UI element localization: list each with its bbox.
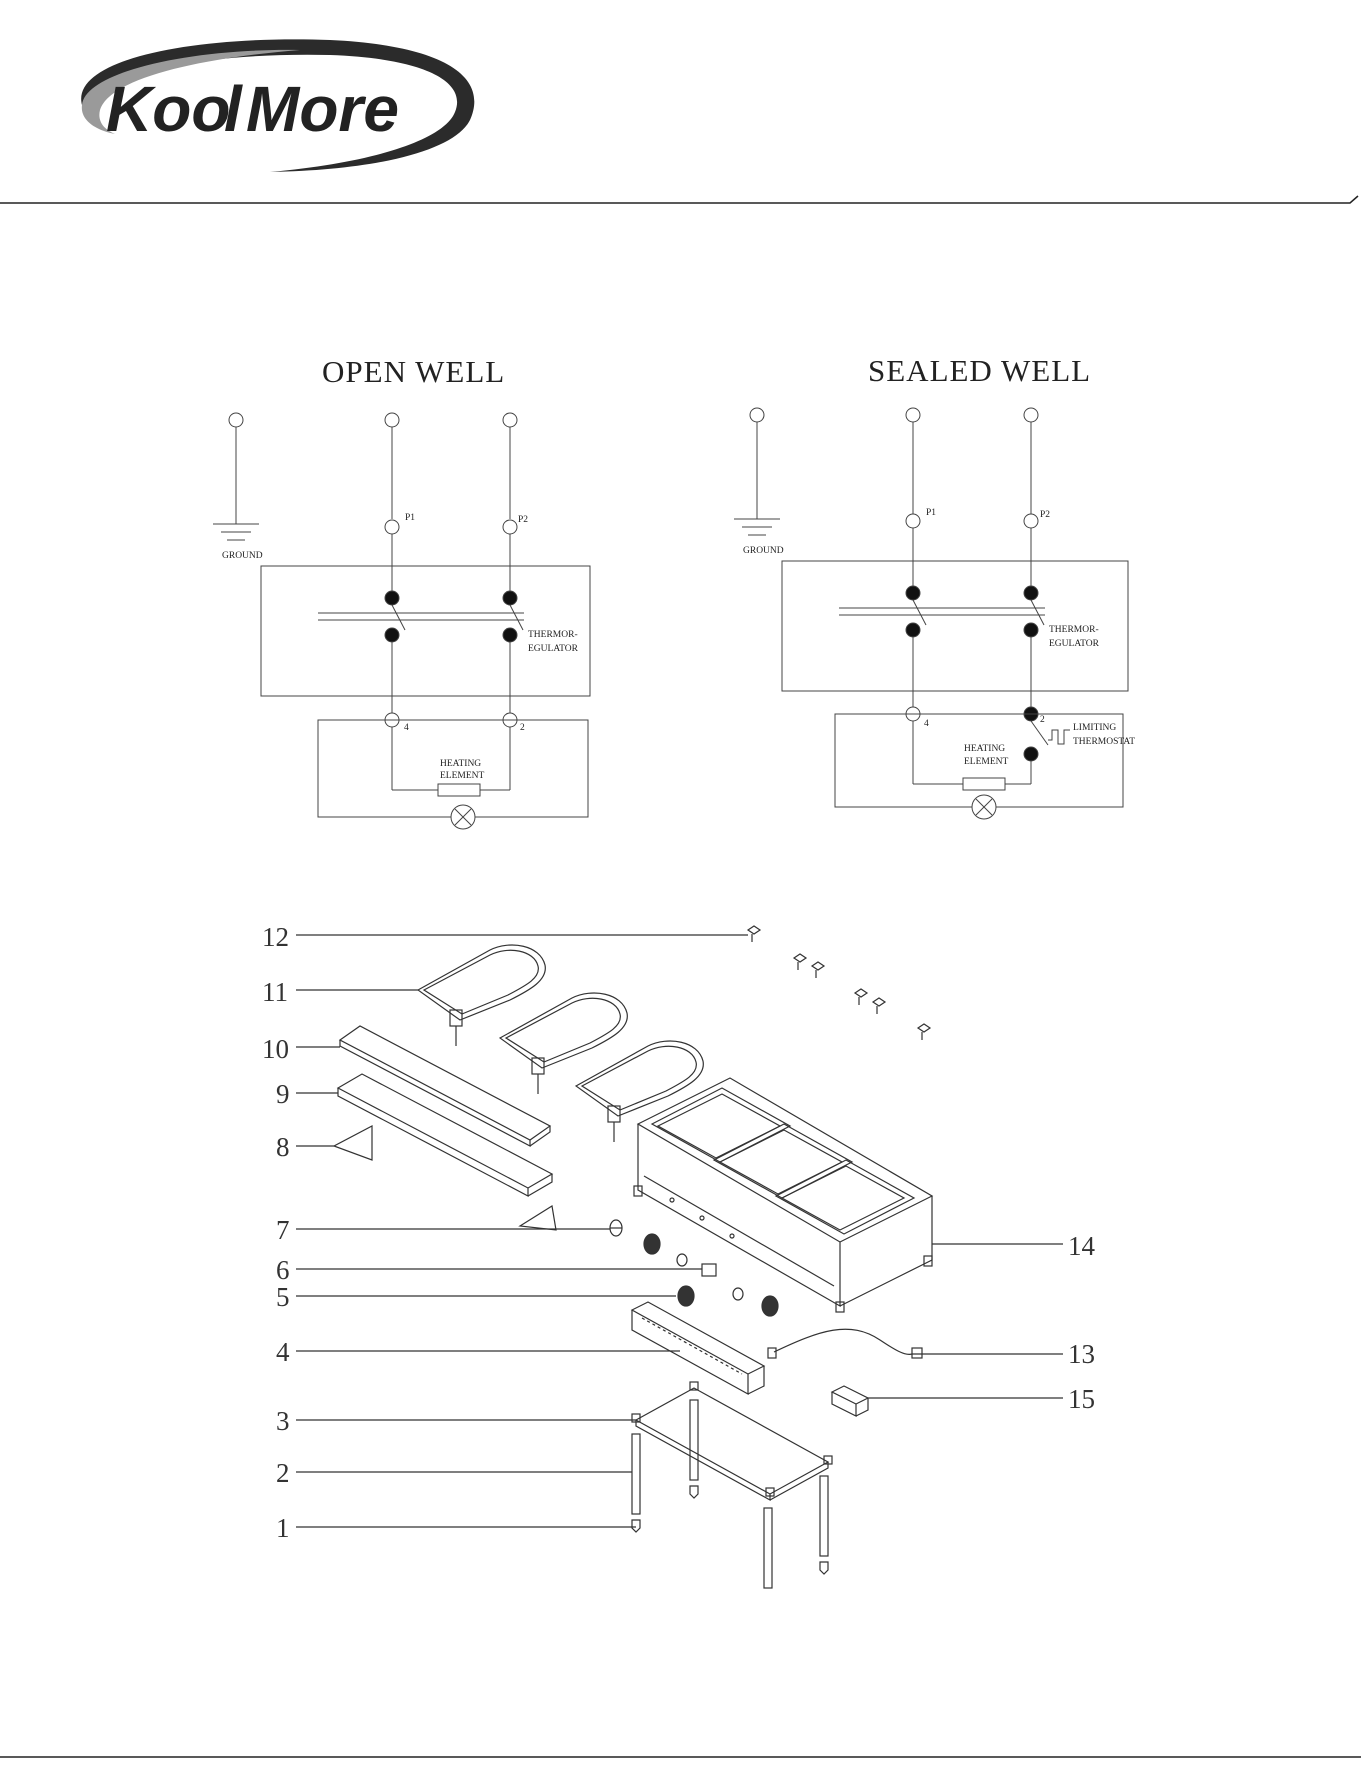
open-contact-bottom-1 [385,628,399,642]
logo-text-more: More [246,73,399,145]
open-well-diagram: OPEN WELL GROUND P1 P2 THERMOR- EGULATOR [213,354,590,829]
part-1-feet [632,1486,828,1574]
sealed-p1-terminal [906,514,920,528]
callout-13: 13 [1068,1339,1095,1369]
open-heating-element [438,784,480,796]
sealed-contact-bottom-2 [1024,623,1038,637]
callout-15: 15 [1068,1384,1095,1414]
sealed-p2-label: P2 [1040,510,1050,520]
open-input-terminal-1 [385,413,399,427]
open-well-title: OPEN WELL [322,354,505,389]
sealed-terminal-2-label: 2 [1040,715,1045,725]
exploded-parts-view: 12 11 10 9 8 7 6 5 4 3 2 1 14 13 15 [262,922,1096,1588]
open-contact-bottom-2 [503,628,517,642]
part-12-clips [748,926,930,1040]
sealed-contact-top-2 [1024,586,1038,600]
sealed-well-diagram: SEALED WELL GROUND P1 P2 THERMOR- EGULAT… [734,353,1135,819]
open-contact-top-1 [385,591,399,605]
logo-text-koo: Koo [106,73,230,145]
open-contact-top-2 [503,591,517,605]
callout-8: 8 [276,1132,290,1162]
part-4-control-panel [632,1302,764,1394]
open-ground-label: GROUND [222,551,263,561]
open-heating-label-2: ELEMENT [440,771,485,781]
callout-5: 5 [276,1282,290,1312]
open-heating-label-1: HEATING [440,759,481,769]
sealed-thermo-label-1: THERMOR- [1049,625,1099,635]
koolmore-logo: Koo l More [81,39,474,172]
sealed-heating-label-1: HEATING [964,744,1005,754]
callout-7: 7 [276,1215,290,1245]
header-rule [0,196,1358,203]
callout-9: 9 [276,1079,290,1109]
open-terminal-2-label: 2 [520,723,525,733]
open-terminal-4-label: 4 [404,723,409,733]
sealed-limit-contact [1024,747,1038,761]
callout-1: 1 [276,1513,290,1543]
open-thermo-label-2: EGULATOR [528,644,579,654]
sealed-p1-label: P1 [926,508,936,518]
sealed-ground-label: GROUND [743,546,784,556]
sealed-ground-terminal [750,408,764,422]
sealed-limit-label-2: THERMOSTAT [1073,737,1135,747]
sealed-limit-label-1: LIMITING [1073,723,1116,733]
sealed-heating-label-2: ELEMENT [964,757,1009,767]
open-ground-terminal [229,413,243,427]
callout-6: 6 [276,1255,290,1285]
callout-2: 2 [276,1458,290,1488]
sealed-limit-symbol [1048,730,1070,744]
sealed-thermo-label-2: EGULATOR [1049,639,1100,649]
callout-10: 10 [262,1034,289,1064]
open-p1-terminal [385,520,399,534]
sealed-contact-top-1 [906,586,920,600]
sealed-input-terminal-1 [906,408,920,422]
part-13-power-cord [768,1329,922,1358]
part-2-legs [632,1400,828,1588]
callout-4: 4 [276,1337,290,1367]
open-p2-label: P2 [518,515,528,525]
logo-text-l: l [224,73,243,145]
part-14-warmer-body [634,1078,932,1312]
callout-14: 14 [1068,1231,1096,1261]
sealed-well-title: SEALED WELL [868,353,1091,388]
callout-3: 3 [276,1406,290,1436]
sealed-p2-terminal [1024,514,1038,528]
sealed-terminal-4-label: 4 [924,719,929,729]
sealed-contact-bottom-1 [906,623,920,637]
callout-12: 12 [262,922,289,952]
part-6-switch [702,1264,716,1276]
sealed-heating-element [963,778,1005,790]
open-thermo-label-1: THERMOR- [528,630,578,640]
open-p1-label: P1 [405,513,415,523]
open-input-terminal-2 [503,413,517,427]
open-p2-terminal [503,520,517,534]
callout-11: 11 [262,977,288,1007]
sealed-input-terminal-2 [1024,408,1038,422]
part-7-knob [610,1220,622,1236]
part-5-control-knobs [644,1234,778,1316]
part-15-junction-box [832,1386,868,1416]
part-3-undershelf [632,1382,832,1500]
